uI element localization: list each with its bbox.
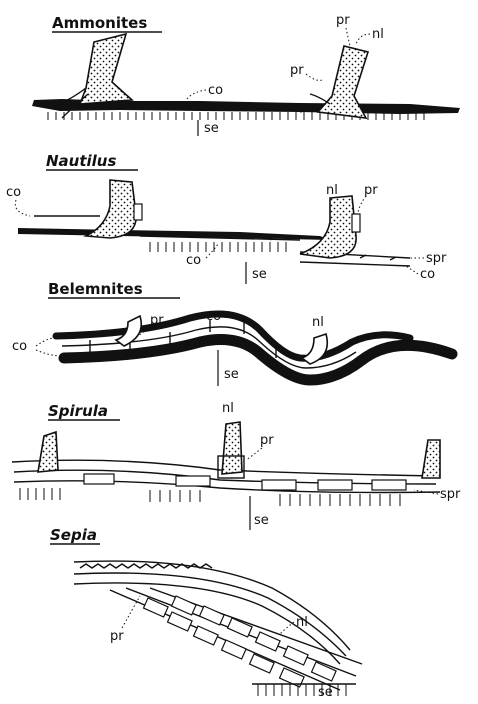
panel-belemnites: Belemnites co pr co se nl xyxy=(12,280,452,386)
panel-title-belemnites: Belemnites xyxy=(48,280,143,298)
label-co-right: co xyxy=(420,267,435,282)
panel-title-ammonites: Ammonites xyxy=(52,14,147,32)
septum-wall-nautilus xyxy=(18,228,330,240)
septa-cells xyxy=(110,588,362,690)
panel-ammonites: Ammonites co se pr nl pr xyxy=(32,13,460,136)
label-se: se xyxy=(318,685,333,700)
label-co-left: co xyxy=(6,185,21,200)
label-se: se xyxy=(204,121,219,136)
label-co-top: co xyxy=(206,309,221,324)
substrate-hatching-nautilus xyxy=(150,242,286,252)
label-pr-top: pr xyxy=(336,13,350,28)
panel-nautilus: Nautilus co co se nl pr spr co xyxy=(6,152,447,284)
panel-sepia: Sepia pr nl se xyxy=(50,526,362,700)
label-pr: pr xyxy=(364,183,378,198)
label-pr-side: pr xyxy=(290,63,304,78)
panel-title-spirula: Spirula xyxy=(48,402,108,420)
label-pr: pr xyxy=(150,313,164,328)
substrate-hatching-ammonites xyxy=(48,112,424,120)
septal-neck-right xyxy=(302,334,327,364)
panel-title-nautilus: Nautilus xyxy=(46,152,116,170)
label-nl: nl xyxy=(296,615,308,630)
label-spr: spr xyxy=(440,487,461,502)
label-spr: spr xyxy=(426,251,447,266)
label-pr: pr xyxy=(110,629,124,644)
label-co: co xyxy=(208,83,223,98)
panel-spirula: Spirula nl pr se spr xyxy=(12,401,461,530)
panel-title-sepia: Sepia xyxy=(50,526,97,544)
substrate-hatching-sepia xyxy=(258,684,346,696)
label-se: se xyxy=(254,513,269,528)
label-nl: nl xyxy=(372,27,384,42)
label-co-left: co xyxy=(12,339,27,354)
label-nl: nl xyxy=(326,183,338,198)
substrate-hatching-spirula xyxy=(20,488,400,506)
label-se: se xyxy=(252,267,267,282)
label-se: se xyxy=(224,367,239,382)
label-co-center: co xyxy=(186,253,201,268)
label-nl: nl xyxy=(222,401,234,416)
label-nl: nl xyxy=(312,315,324,330)
label-pr: pr xyxy=(260,433,274,448)
